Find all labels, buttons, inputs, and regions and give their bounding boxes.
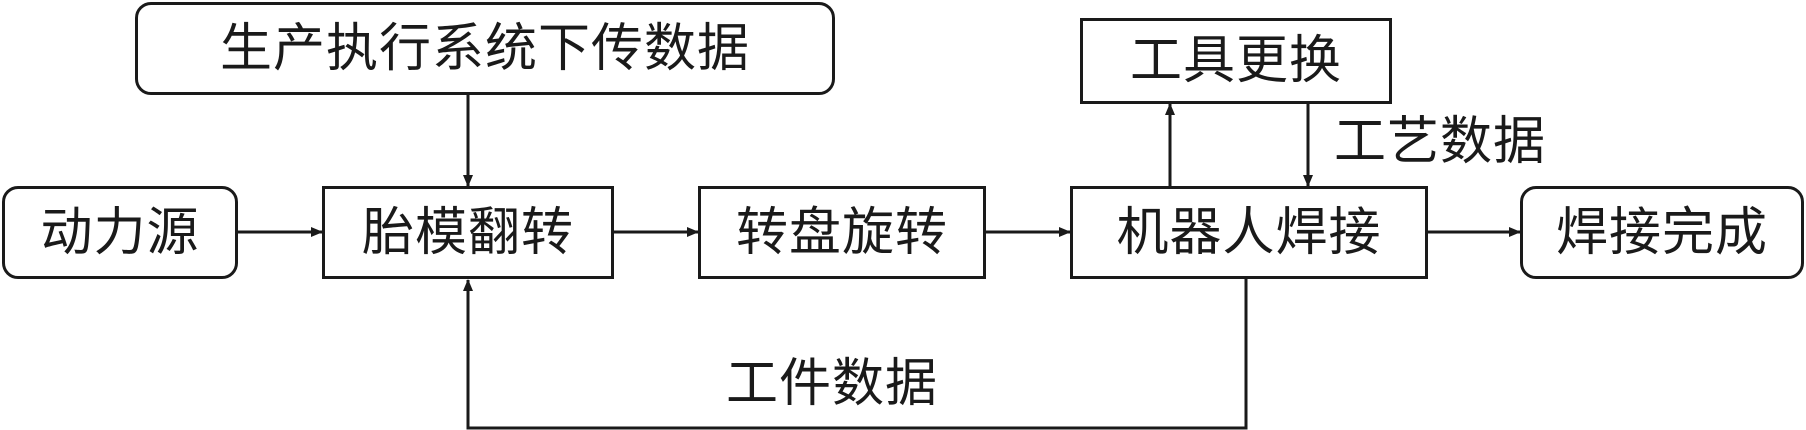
label-process-data: 工艺数据 — [1334, 112, 1547, 172]
node-power-source: 动力源 — [2, 186, 238, 279]
arrow-feedback-workpiece — [463, 278, 1248, 430]
node-tool-change-label: 工具更换 — [1129, 31, 1342, 91]
node-turntable-rotate-label: 转盘旋转 — [735, 202, 948, 263]
node-weld-complete: 焊接完成 — [1520, 186, 1804, 279]
node-turntable-rotate: 转盘旋转 — [698, 186, 986, 279]
label-workpiece-data: 工件数据 — [726, 354, 939, 414]
node-power-source-label: 动力源 — [40, 202, 200, 263]
node-robot-weld-label: 机器人焊接 — [1116, 202, 1382, 263]
node-weld-complete-label: 焊接完成 — [1555, 202, 1768, 263]
node-tool-change: 工具更换 — [1080, 18, 1392, 104]
node-mes-download-label: 生产执行系统下传数据 — [219, 18, 750, 79]
node-robot-weld: 机器人焊接 — [1070, 186, 1428, 279]
node-mold-flip-label: 胎模翻转 — [361, 202, 574, 263]
node-mes-download: 生产执行系统下传数据 — [135, 2, 835, 95]
node-mold-flip: 胎模翻转 — [322, 186, 614, 279]
